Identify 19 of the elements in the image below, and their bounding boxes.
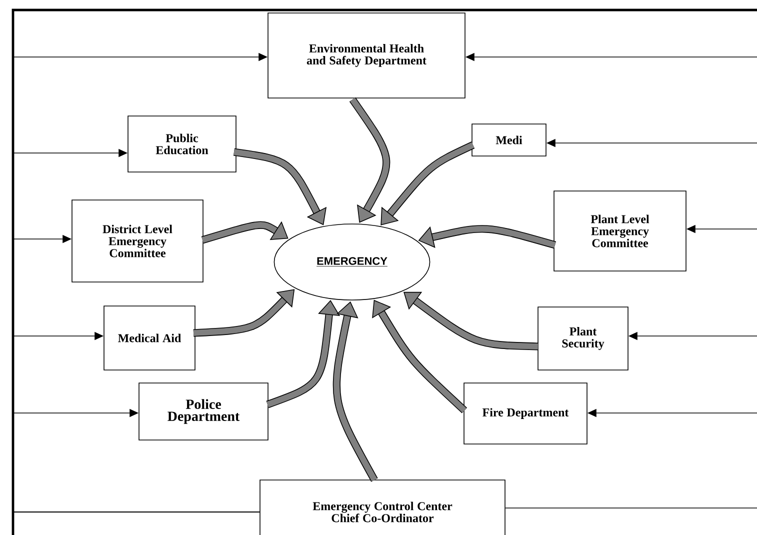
process-box: Public Education [128,116,236,172]
block-arrow [193,289,295,337]
process-box: Fire Department [464,382,588,444]
connector-line [12,408,260,512]
process-box: District Level Emergency Committee [72,200,204,282]
process-box: Plant Security [538,306,628,370]
process-box: Environmental Health and Safety Department [268,12,466,98]
block-arrow [201,221,288,244]
process-box: Emergency Control Center Chief Co-Ordinator [260,480,506,535]
block-arrow [380,142,475,226]
process-box: Police Department [138,382,268,440]
process-box: Plant Level Emergency Committee [554,190,686,272]
process-box: Medi [472,124,546,156]
block-arrow [349,97,390,223]
block-arrow [418,225,556,249]
block-arrow [372,300,468,414]
block-arrow [233,148,327,226]
process-box: Medical Aid [104,306,196,370]
ellipse-node: EMERGENCY [274,224,430,300]
